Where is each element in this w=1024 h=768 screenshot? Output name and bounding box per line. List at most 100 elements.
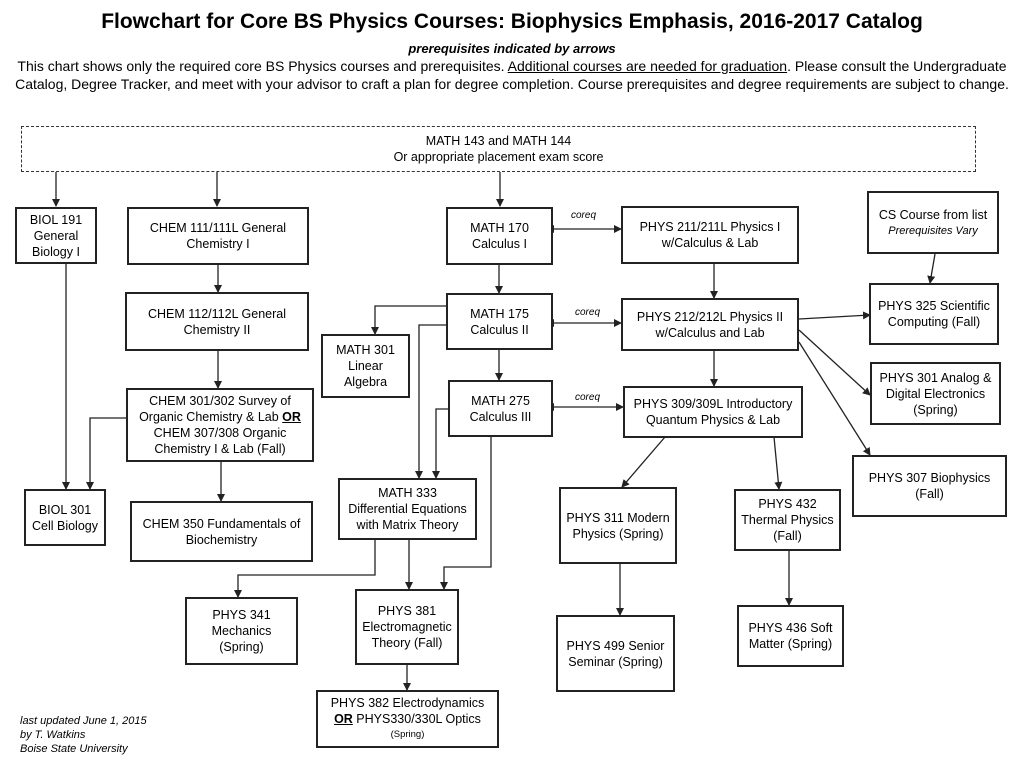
or-emphasis: OR [282, 410, 301, 424]
description: This chart shows only the required core … [10, 57, 1014, 93]
arrow-chem301-biol301 [86, 417, 126, 490]
footer-line: last updated June 1, 2015 [20, 715, 147, 727]
node-line: PHYS 212/212L Physics II [636, 309, 784, 324]
node-line: Electromagnetic [362, 620, 452, 634]
node-line: Seminar (Spring) [568, 654, 663, 669]
page-title: Flowchart for Core BS Physics Courses: B… [101, 10, 923, 33]
node-cs-course: CS Course from list Prerequisites Vary [867, 191, 999, 254]
arrow-phys309-phys311 [621, 436, 666, 488]
node-line: Chemistry I [186, 237, 250, 251]
arrow-cs-phys325 [927, 253, 936, 284]
arrow-math275-math333 [432, 408, 448, 479]
node-line: Quantum Physics & Lab [645, 413, 781, 427]
node-line: Differential Equations [348, 502, 467, 516]
node-chem350: CHEM 350 Fundamentals of Biochemistry [130, 501, 313, 562]
node-line: PHYS 301 Analog & [879, 370, 992, 385]
node-line: (Spring) [219, 640, 264, 654]
node-line: PHYS 436 Soft [748, 621, 833, 635]
node-line: MATH 143 and MATH 144 [425, 134, 572, 148]
page-subtitle: prerequisites indicated by arrows [408, 41, 616, 56]
node-chem112: CHEM 112/112L General Chemistry II [125, 292, 309, 351]
node-line: w/Calculus and Lab [655, 325, 765, 340]
node-line: PHYS 307 Biophysics [868, 471, 991, 485]
node-line: w/Calculus & Lab [661, 236, 759, 250]
arrow-math175-math333 [415, 324, 446, 479]
node-line: CS Course from list [878, 207, 988, 222]
node-math333: MATH 333 Differential Equations with Mat… [338, 478, 477, 540]
node-phys325: PHYS 325 Scientific Computing (Fall) [869, 283, 999, 345]
node-line: Theory (Fall) [371, 636, 443, 650]
node-phys341: PHYS 341 Mechanics (Spring) [185, 597, 298, 665]
node-phys211: PHYS 211/211L Physics I w/Calculus & Lab [621, 206, 799, 264]
node-line: BIOL 301 [38, 502, 92, 517]
node-line: OR PHYS330/330L Optics [334, 711, 481, 727]
description-underlined: Additional courses are needed for gradua… [507, 58, 788, 74]
coreq-label: coreq [571, 210, 597, 221]
node-line: Computing (Fall) [887, 315, 981, 329]
footer-line: by T. Watkins [20, 729, 86, 741]
node-line: BIOL 191 [29, 212, 83, 227]
node-math301: MATH 301 Linear Algebra [321, 334, 410, 398]
node-line: (Spring) [390, 729, 425, 740]
arrow-phys212-phys301 [798, 329, 871, 396]
node-line: MATH 333 [378, 486, 437, 500]
description-text-2: . Please consult the Undergraduate Catal… [15, 58, 1009, 92]
node-text: PHYS330/330L Optics [352, 712, 481, 726]
node-chem111: CHEM 111/111L General Chemistry I [127, 207, 309, 265]
node-line: Digital Electronics [885, 386, 986, 401]
node-line: MATH 170 [470, 221, 529, 235]
description-text-1: This chart shows only the required core … [17, 58, 508, 74]
node-line: MATH 301 [336, 343, 395, 357]
node-math-143-144: MATH 143 and MATH 144 Or appropriate pla… [21, 126, 976, 172]
node-line: Or appropriate placement exam score [393, 150, 604, 164]
node-line: CHEM 301/302 Survey of [149, 394, 291, 408]
arrow-math333-phys341 [234, 540, 376, 598]
node-line: Organic Chemistry & Lab OR [139, 409, 301, 425]
node-line: Biology I [32, 244, 80, 259]
node-phys311: PHYS 311 Modern Physics (Spring) [559, 487, 677, 564]
node-math170: MATH 170 Calculus I [446, 207, 553, 265]
node-line: PHYS 499 Senior [566, 638, 665, 653]
node-line: Thermal Physics [741, 513, 834, 527]
node-line: Calculus II [470, 322, 529, 337]
node-line: Biochemistry [185, 532, 258, 547]
node-line: MATH 175 [470, 306, 529, 321]
node-line: (Fall) [773, 529, 802, 543]
node-line: Mechanics [211, 624, 272, 638]
node-line: CHEM 307/308 Organic [153, 426, 287, 440]
node-phys436: PHYS 436 Soft Matter (Spring) [737, 605, 844, 667]
coreq-label: coreq [575, 392, 601, 403]
footer-line: Boise State University [20, 743, 128, 755]
node-math175: MATH 175 Calculus II [446, 293, 553, 350]
or-emphasis: OR [334, 712, 353, 726]
node-math275: MATH 275 Calculus III [448, 380, 553, 437]
node-line: PHYS 211/211L Physics I [639, 220, 781, 234]
node-line: Physics (Spring) [572, 526, 664, 541]
arrow-phys212-phys325 [798, 311, 871, 320]
node-phys382: PHYS 382 Electrodynamics OR PHYS330/330L… [316, 690, 499, 748]
node-phys301: PHYS 301 Analog & Digital Electronics (S… [870, 362, 1001, 425]
node-line: CHEM 350 Fundamentals of [142, 516, 301, 531]
coreq-label: coreq [575, 307, 601, 318]
node-line: with Matrix Theory [356, 518, 459, 532]
node-line: MATH 275 [471, 393, 530, 408]
node-line: Linear Algebra [343, 359, 388, 389]
node-phys307: PHYS 307 Biophysics (Fall) [852, 455, 1007, 517]
node-phys309: PHYS 309/309L Introductory Quantum Physi… [623, 386, 803, 438]
node-line: Calculus III [469, 409, 532, 424]
node-biol301: BIOL 301 Cell Biology [24, 489, 106, 546]
node-line: PHYS 311 Modern [566, 510, 670, 525]
node-line: Matter (Spring) [748, 637, 833, 651]
node-line: General [33, 228, 79, 243]
arrow-math175-math301 [371, 305, 446, 335]
node-line: Cell Biology [31, 518, 98, 533]
arrow-phys309-phys432 [773, 436, 783, 490]
node-chem301: CHEM 301/302 Survey of Organic Chemistry… [126, 388, 314, 462]
node-phys432: PHYS 432 Thermal Physics (Fall) [734, 489, 841, 551]
node-line: (Fall) [915, 487, 944, 501]
node-line: PHYS 381 [377, 604, 437, 618]
node-line: CHEM 112/112L General [147, 306, 287, 321]
node-text: Organic Chemistry & Lab [139, 410, 283, 424]
node-line: CHEM 111/111L General [149, 221, 287, 235]
